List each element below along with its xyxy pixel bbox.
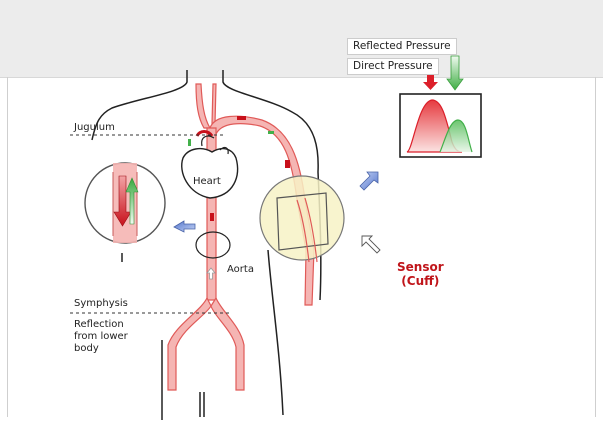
reflection-label-line1: Reflection (74, 319, 128, 331)
aorta-label: Aorta (227, 264, 254, 276)
symphysis-label: Symphysis (74, 298, 128, 310)
reflection-label-line3: body (74, 343, 128, 355)
reflection-label: Reflection from lower body (74, 319, 128, 355)
reflection-label-line2: from lower (74, 331, 128, 343)
direct-arrow-icon (423, 74, 438, 90)
heart-label: Heart (193, 176, 221, 188)
reflection-direction-arrow-icon (174, 221, 195, 232)
direct-pressure-legend: Direct Pressure (347, 58, 439, 75)
magnifier-circle (85, 163, 165, 243)
to-sensor-arrow-icon (362, 236, 380, 253)
signal-to-display-arrow-icon (360, 172, 378, 190)
reflected-pressure-legend: Reflected Pressure (347, 38, 457, 55)
pressure-waveform-display (400, 94, 481, 157)
sensor-label-line1: Sensor (397, 260, 444, 274)
reflected-arrow-icon (447, 56, 463, 90)
cuff-sensor (260, 176, 344, 262)
sensor-label-line2: (Cuff) (397, 274, 444, 288)
jugulum-label: Jugulum (74, 122, 115, 134)
sensor-label: Sensor (Cuff) (397, 260, 444, 288)
